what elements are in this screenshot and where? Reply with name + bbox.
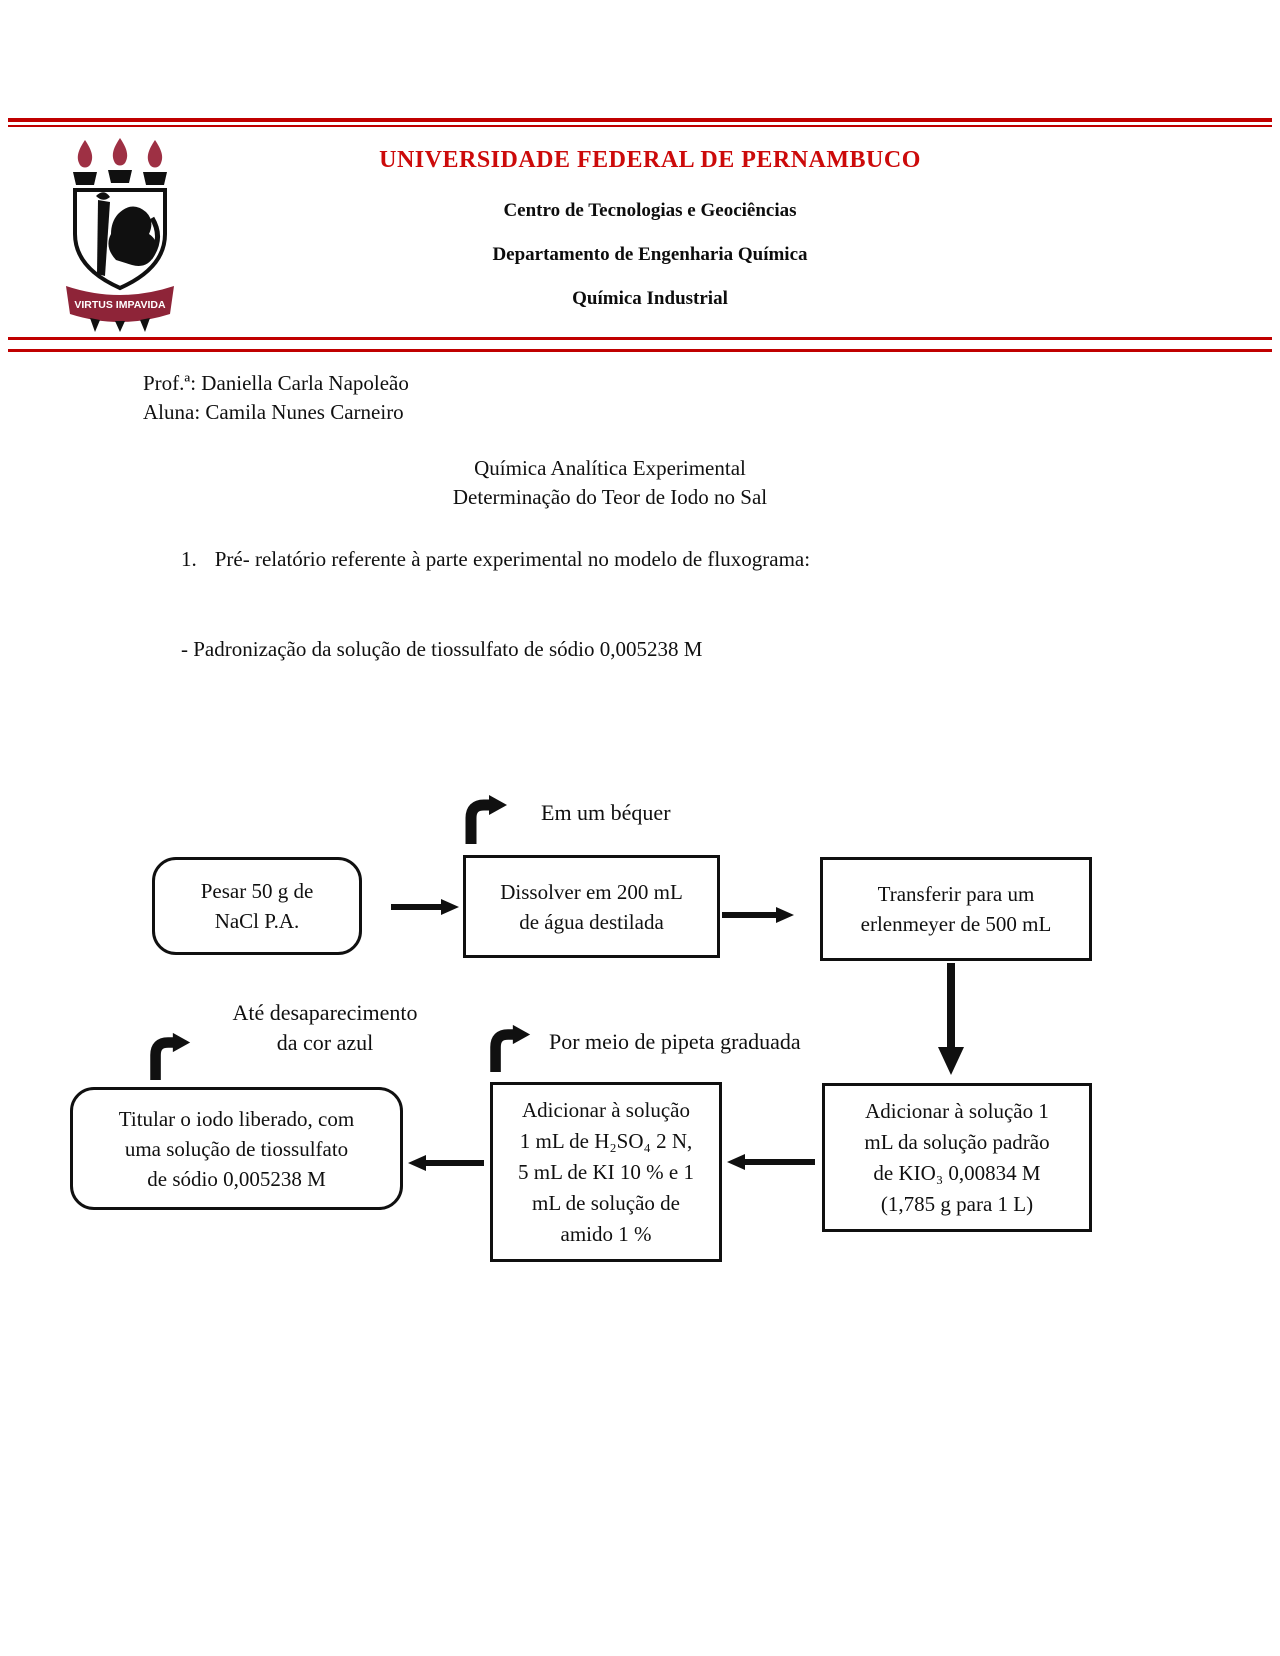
report-title-line2: Determinação do Teor de Iodo no Sal [452, 485, 768, 509]
header-course-line: Química Industrial [572, 288, 728, 309]
flow-box-reagents-line: amido 1 % [560, 1221, 652, 1246]
logo-motto: VIRTUS IMPAVIDA [74, 299, 166, 311]
arrow-left-icon [408, 1155, 484, 1171]
ufpe-logo: VIRTUS IMPAVIDA [60, 136, 180, 332]
flow-box-reagents-line: Adicionar à solução [522, 1097, 690, 1122]
header-top-rule-thin [8, 125, 1272, 127]
flow-box-standard: Adicionar à solução 1 mL da solução padr… [822, 1083, 1092, 1232]
header-bottom-rule-1 [8, 337, 1272, 340]
arrow-left-icon [727, 1154, 815, 1170]
flow-box-transfer-line: Transferir para um [877, 882, 1035, 906]
ufpe-crest-icon: VIRTUS IMPAVIDA [66, 138, 174, 332]
flow-box-dissolve: Dissolver em 200 mL de água destilada [463, 855, 720, 958]
flow-box-standard-line: (1,785 g para 1 L) [880, 1191, 1034, 1216]
flow-box-titrate-line: uma solução de tiossulfato [124, 1136, 349, 1161]
flow-box-titrate-line: Titular o iodo liberado, com [118, 1106, 355, 1131]
list-number: 1. [181, 547, 197, 571]
annotation-beaker: Em um béquer [541, 800, 671, 825]
bent-arrow-icon [462, 792, 508, 844]
annotation-pipette: Por meio de pipeta graduada [549, 1029, 801, 1054]
flow-box-dissolve-line: Dissolver em 200 mL [500, 879, 683, 904]
flow-box-transfer: Transferir para um erlenmeyer de 500 mL [820, 857, 1092, 961]
list-item-1: 1. Pré- relatório referente à parte expe… [181, 547, 810, 572]
header-department-line: Departamento de Engenharia Química [492, 244, 808, 265]
flow-box-reagents-line: 5 mL de KI 10 % e 1 [518, 1159, 694, 1184]
report-title-line1: Química Analítica Experimental [474, 456, 746, 480]
flow-box-dissolve-line: de água destilada [519, 909, 664, 934]
arrow-right-icon [722, 907, 794, 923]
flow-box-titrate-line: de sódio 0,005238 M [147, 1166, 326, 1191]
flow-box-titrate: Titular o iodo liberado, com uma solução… [70, 1087, 403, 1210]
flow-box-transfer-line: erlenmeyer de 500 mL [860, 912, 1052, 936]
header-center-line: Centro de Tecnologias e Geociências [503, 200, 797, 221]
arrow-right-icon [391, 899, 459, 915]
flow-box-standard-line: mL da solução padrão [864, 1129, 1050, 1154]
flow-box-reagents-line: 1 mL de H₂SO₄ 2 N, [519, 1128, 693, 1153]
flow-box-reagents: Adicionar à solução 1 mL de H₂SO₄ 2 N, 5… [490, 1082, 722, 1262]
arrow-down-icon [938, 963, 964, 1077]
flow-box-standard-line: de KIO₃ 0,00834 M [873, 1160, 1041, 1185]
list-text: Pré- relatório referente à parte experim… [214, 547, 811, 571]
flow-box-standard-line: Adicionar à solução 1 [865, 1098, 1049, 1123]
flow-box-weigh: Pesar 50 g de NaCl P.A. [152, 857, 362, 955]
annotation-disappear-line2: da cor azul [276, 1030, 374, 1055]
professor-line: Prof.ª: Daniella Carla Napoleão [143, 371, 409, 395]
student-line: Aluna: Camila Nunes Carneiro [143, 400, 404, 424]
header-bottom-rule-2 [8, 349, 1272, 352]
standardization-subtitle: - Padronização da solução de tiossulfato… [181, 637, 703, 661]
annotation-disappear: Até desaparecimento da cor azul [180, 998, 470, 1058]
bent-arrow-icon [146, 1030, 192, 1080]
bent-arrow-icon [486, 1022, 532, 1072]
flow-box-reagents-line: mL de solução de [532, 1190, 680, 1215]
flow-box-weigh-line: NaCl P.A. [214, 909, 300, 933]
header-top-rule [8, 118, 1272, 122]
flow-box-weigh-line: Pesar 50 g de [200, 879, 314, 903]
university-title: UNIVERSIDADE FEDERAL DE PERNAMBUCO [379, 147, 921, 173]
annotation-disappear-line1: Até desaparecimento [232, 1000, 418, 1025]
